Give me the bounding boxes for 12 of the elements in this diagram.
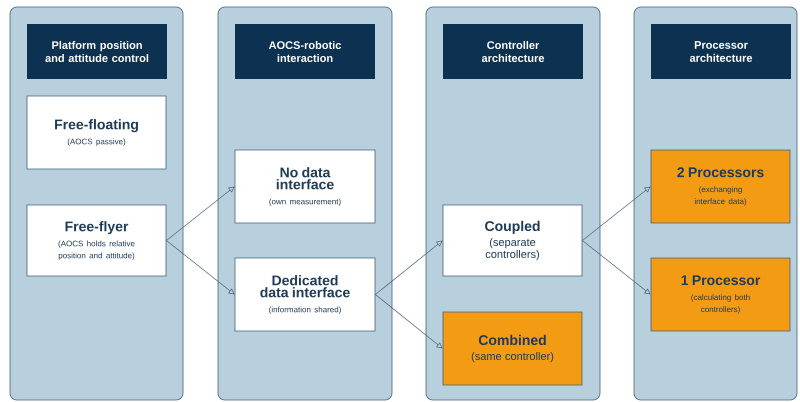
column-heading: AOCS-robotic interaction [235,24,375,79]
option-box: 1 Processor (calculating both controllers) [650,258,790,332]
option-box: Free-flyer (AOCS holds relative position and attitude) [26,204,166,276]
option-box: 2 Processors (exchanging interface data) [650,150,790,224]
option-box: Free-floating (AOCS passive) [26,96,166,170]
option-box: No data interface (own measurement) [234,150,376,224]
column-heading: Platform position and attitude control [27,24,167,79]
option-box: Coupled (separate controllers) [442,204,582,276]
option-box: Dedicated data interface (information shared) [234,258,376,332]
option-box: Combined (same controller) [442,312,582,386]
column-heading: Processor architecture [651,24,791,79]
column-heading: Controller architecture [443,24,583,79]
